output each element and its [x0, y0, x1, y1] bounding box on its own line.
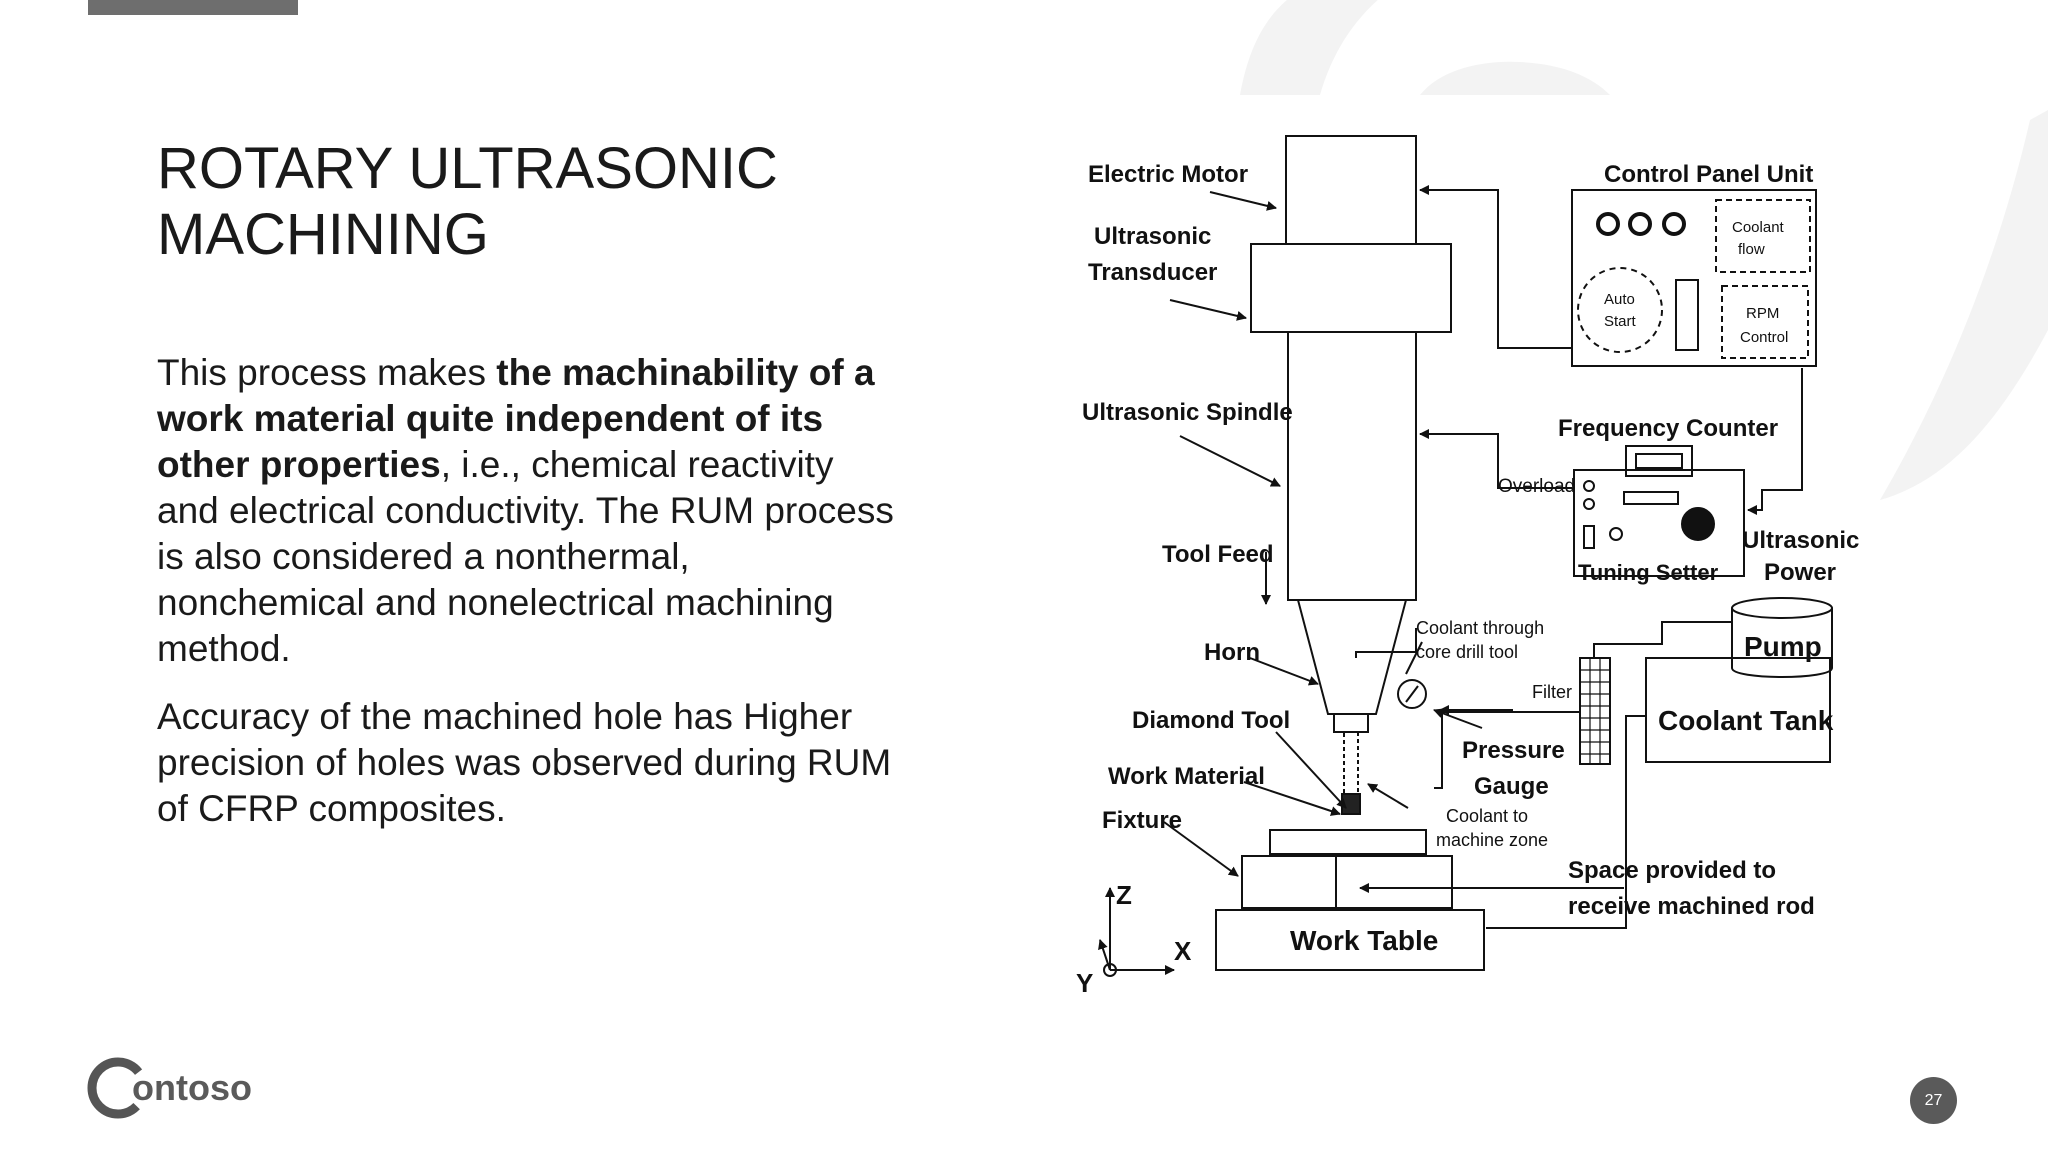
- spindle-box: [1287, 331, 1417, 601]
- label-fixture: Fixture: [1102, 807, 1182, 834]
- label-space-1: Space provided to: [1568, 857, 1776, 884]
- slide-title: ROTARY ULTRASONIC MACHINING: [157, 136, 957, 268]
- label-rpm: RPM: [1746, 305, 1779, 322]
- diamond-tool: [1343, 731, 1359, 795]
- transducer-box: [1250, 243, 1452, 333]
- label-coolant-to-2: machine zone: [1436, 830, 1548, 850]
- filter-box: [1579, 657, 1611, 765]
- para1-pre: This process makes: [157, 352, 497, 393]
- label-ultrasonic-power-2: Power: [1764, 559, 1836, 586]
- coolant-tank-box: [1645, 657, 1831, 763]
- label-axis-y: Y: [1076, 968, 1093, 998]
- logo-text: ontoso: [132, 1067, 252, 1108]
- label-axis-z: Z: [1116, 880, 1132, 910]
- title-line-2: MACHINING: [157, 202, 489, 267]
- page-number-badge: 27: [1910, 1077, 1957, 1124]
- contoso-logo: ontoso: [87, 1057, 252, 1119]
- para1-post: , i.e., chemical reactivity and electric…: [157, 444, 894, 669]
- frequency-counter-box: [1573, 469, 1745, 577]
- pump-top: [1731, 597, 1833, 619]
- label-overload: Overload: [1498, 476, 1575, 497]
- electric-motor-box: [1285, 135, 1417, 245]
- label-ultrasonic-power-1: Ultrasonic: [1742, 527, 1859, 554]
- pressure-gauge-dial: [1397, 679, 1427, 709]
- horn-shape: [1296, 599, 1408, 715]
- label-coolant-tank: Coolant Tank: [1658, 705, 1834, 736]
- control-panel-box: [1571, 189, 1817, 367]
- label-space-2: receive machined rod: [1568, 893, 1815, 920]
- label-auto: Auto: [1604, 291, 1635, 308]
- label-coolant-through-1: Coolant through: [1416, 618, 1544, 638]
- fixture-base: [1241, 855, 1453, 909]
- label-flow: flow: [1738, 241, 1765, 258]
- label-diamond-tool: Diamond Tool: [1132, 707, 1290, 734]
- slide-body: This process makes the machinability of …: [157, 350, 897, 854]
- label-tuning-setter: Tuning Setter: [1578, 560, 1719, 585]
- label-frequency-counter: Frequency Counter: [1558, 415, 1778, 442]
- label-work-material: Work Material: [1108, 763, 1265, 790]
- label-start: Start: [1604, 313, 1637, 330]
- paragraph-1: This process makes the machinability of …: [157, 350, 897, 672]
- label-electric-motor: Electric Motor: [1088, 161, 1248, 188]
- label-pressure: Pressure: [1462, 737, 1565, 764]
- paragraph-2: Accuracy of the machined hole has Higher…: [157, 696, 892, 829]
- label-work-table: Work Table: [1290, 925, 1438, 956]
- rum-diagram: Electric Motor Ultrasonic Transducer Ult…: [1076, 135, 1859, 998]
- work-table-box: [1215, 909, 1485, 971]
- label-control-panel-unit: Control Panel Unit: [1604, 161, 1813, 188]
- label-coolant-to-1: Coolant to: [1446, 806, 1528, 826]
- label-horn: Horn: [1204, 639, 1260, 666]
- label-tool-feed: Tool Feed: [1162, 541, 1274, 568]
- label-axis-x: X: [1174, 936, 1192, 966]
- top-accent-bar: [88, 0, 298, 15]
- label-control: Control: [1740, 329, 1788, 346]
- para1-bold: the machinability of a work material qui…: [157, 352, 875, 485]
- fixture-plate: [1269, 829, 1427, 855]
- work-material-block: [1341, 793, 1361, 815]
- label-ultrasonic-spindle: Ultrasonic Spindle: [1082, 399, 1293, 426]
- label-ultrasonic: Ultrasonic: [1094, 223, 1211, 250]
- label-transducer: Transducer: [1088, 259, 1217, 286]
- label-gauge: Gauge: [1474, 773, 1549, 800]
- label-filter: Filter: [1532, 682, 1572, 702]
- horn-tip: [1333, 713, 1369, 733]
- title-line-1: ROTARY ULTRASONIC: [157, 136, 778, 201]
- label-pump: Pump: [1744, 631, 1822, 662]
- label-coolant-through-2: core drill tool: [1416, 642, 1518, 662]
- label-coolant: Coolant: [1732, 219, 1785, 236]
